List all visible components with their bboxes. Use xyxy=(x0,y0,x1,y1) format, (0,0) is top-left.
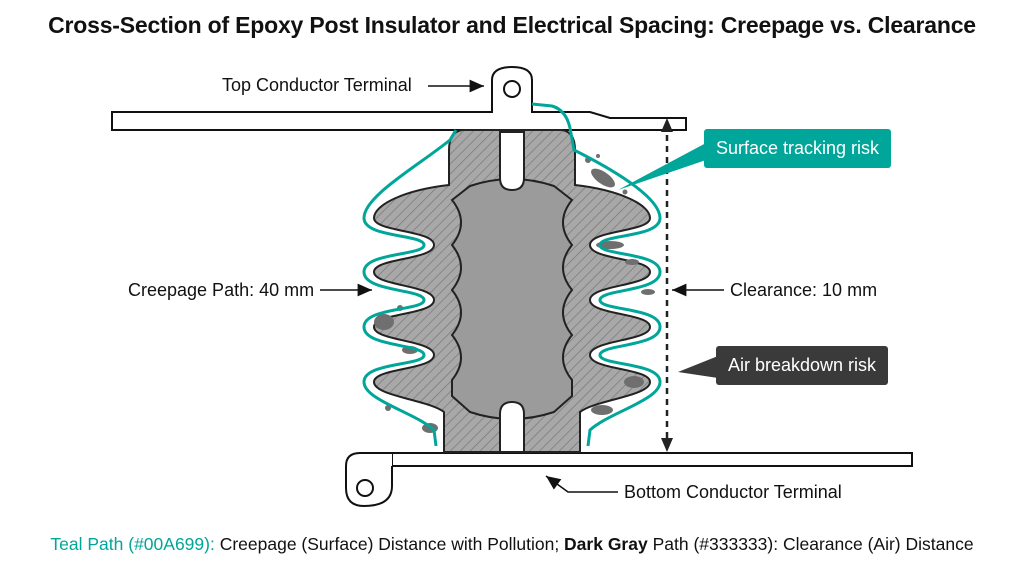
clearance-label: Clearance: 10 mm xyxy=(730,280,878,300)
top-terminal-label: Top Conductor Terminal xyxy=(222,75,412,95)
top-conductor-terminal xyxy=(111,65,687,131)
caption-teal-desc: Creepage (Surface) Distance with Polluti… xyxy=(214,534,565,554)
clearance-dimension xyxy=(661,118,673,452)
bottom-mount-slot xyxy=(499,400,525,453)
air-breakdown-pointer xyxy=(678,356,718,378)
surface-tracking-callout: Surface tracking risk xyxy=(704,129,892,168)
creepage-label: Creepage Path: 40 mm xyxy=(128,280,315,300)
bottom-terminal-leader xyxy=(545,475,618,493)
caption-gray-desc: Path (#333333): Clearance (Air) Distance xyxy=(647,534,974,554)
bottom-terminal-label: Bottom Conductor Terminal xyxy=(624,482,842,502)
bottom-conductor-terminal xyxy=(345,452,913,508)
top-mount-slot xyxy=(499,131,525,192)
air-breakdown-callout: Air breakdown risk xyxy=(716,346,889,385)
pollution-deposits xyxy=(374,154,655,433)
caption-gray-bold: Dark Gray xyxy=(564,534,648,554)
diagram-title: Cross-Section of Epoxy Post Insulator an… xyxy=(48,12,976,38)
legend-caption: Teal Path (#00A699): Creepage (Surface) … xyxy=(0,534,1024,555)
surface-tracking-pointer xyxy=(618,143,706,190)
leader-arrows xyxy=(320,79,724,493)
epoxy-core xyxy=(450,178,574,420)
caption-teal-path: Teal Path (#00A699): xyxy=(50,534,215,554)
creepage-path xyxy=(362,102,662,447)
